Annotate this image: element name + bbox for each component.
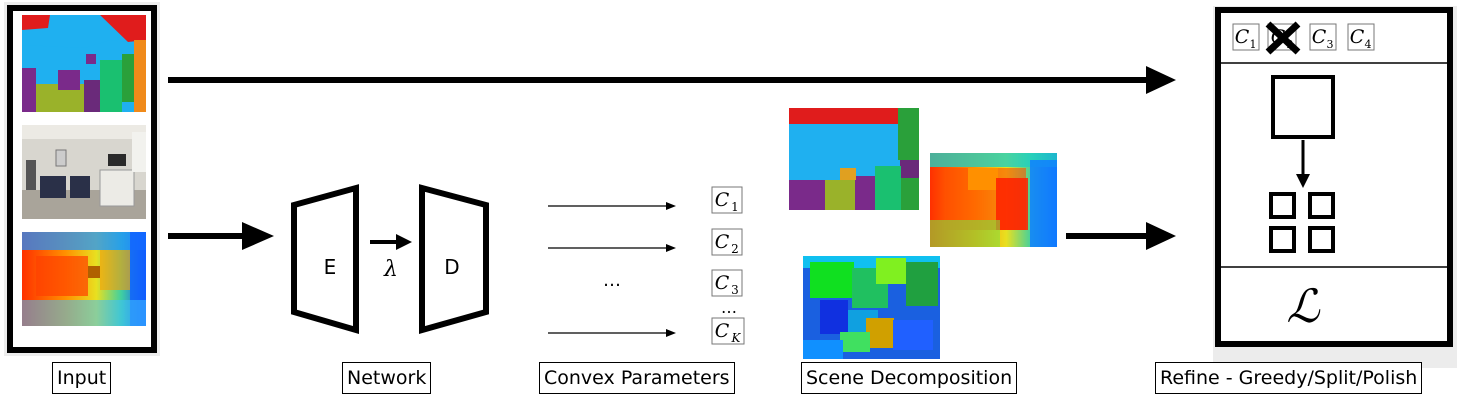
convex-arrows bbox=[548, 202, 676, 337]
stage-label-input: Input bbox=[52, 362, 112, 394]
split-arrow-icon bbox=[1296, 174, 1310, 188]
child-box-icon bbox=[1269, 192, 1296, 219]
latent-arrow bbox=[370, 234, 412, 250]
scene-to-refine-arrow bbox=[1066, 222, 1176, 250]
child-box-icon bbox=[1308, 192, 1335, 219]
convex-param-ck-sub: K bbox=[731, 331, 742, 345]
parent-box-icon bbox=[1271, 75, 1335, 139]
refine-panel bbox=[1213, 6, 1457, 368]
convex-ellipsis-between: … bbox=[721, 298, 737, 317]
refine-item-c4-base: C bbox=[1350, 26, 1365, 48]
refine-item-c1-base: C bbox=[1235, 26, 1250, 48]
stage-label-scene-decomposition: Scene Decomposition bbox=[801, 362, 1018, 394]
input-rgb-image bbox=[22, 125, 146, 219]
refine-item-c3-base: C bbox=[1312, 26, 1327, 48]
convex-param-c3-base: C bbox=[715, 272, 730, 294]
encoder-label: E bbox=[324, 255, 337, 279]
refine-item-c1-sub: 1 bbox=[1250, 38, 1257, 51]
input-panel bbox=[4, 2, 160, 356]
latent-label: λ bbox=[383, 257, 398, 282]
scene-depth-image bbox=[930, 153, 1057, 247]
scene-segmentation-image bbox=[789, 108, 919, 210]
convex-param-c2-sub: 2 bbox=[731, 242, 739, 256]
convex-param-c2: C 2 bbox=[711, 228, 743, 256]
refine-item-c4: C 4 bbox=[1347, 23, 1375, 51]
refine-item-c3-sub: 3 bbox=[1327, 38, 1334, 51]
network-decoder-shape bbox=[419, 184, 489, 334]
convex-param-c1-sub: 1 bbox=[731, 200, 739, 214]
input-segmentation-image bbox=[22, 15, 146, 112]
convex-param-c2-base: C bbox=[715, 231, 730, 253]
refine-item-c1: C 1 bbox=[1232, 23, 1260, 51]
split-diagram bbox=[1269, 75, 1335, 253]
stage-label-network: Network bbox=[342, 362, 432, 394]
convex-param-ck-base: C bbox=[715, 320, 730, 342]
input-depth-image bbox=[22, 232, 146, 326]
refine-item-c2-removed: C 2 bbox=[1265, 21, 1301, 55]
convex-param-c1-base: C bbox=[715, 189, 730, 211]
scene-convex-image bbox=[803, 256, 940, 359]
refine-item-c4-sub: 4 bbox=[1365, 38, 1372, 51]
child-box-icon bbox=[1269, 226, 1296, 253]
network-encoder-shape bbox=[291, 184, 359, 334]
decoder-label: D bbox=[444, 255, 459, 279]
stage-label-refine: Refine - Greedy/Split/Polish bbox=[1155, 362, 1423, 394]
convex-param-c3: C 3 bbox=[711, 269, 743, 297]
convex-param-c3-sub: 3 bbox=[731, 283, 739, 297]
input-to-refine-arrow bbox=[168, 66, 1176, 94]
convex-param-ck: C K bbox=[711, 317, 745, 345]
convex-ellipsis-left: … bbox=[603, 270, 621, 291]
loss-symbol: ℒ bbox=[1286, 279, 1320, 333]
refine-item-c3: C 3 bbox=[1309, 23, 1337, 51]
convex-param-c1: C 1 bbox=[711, 186, 743, 214]
stage-label-convex-parameters: Convex Parameters bbox=[539, 362, 735, 394]
input-to-network-arrow bbox=[168, 222, 274, 250]
child-box-icon bbox=[1308, 226, 1335, 253]
